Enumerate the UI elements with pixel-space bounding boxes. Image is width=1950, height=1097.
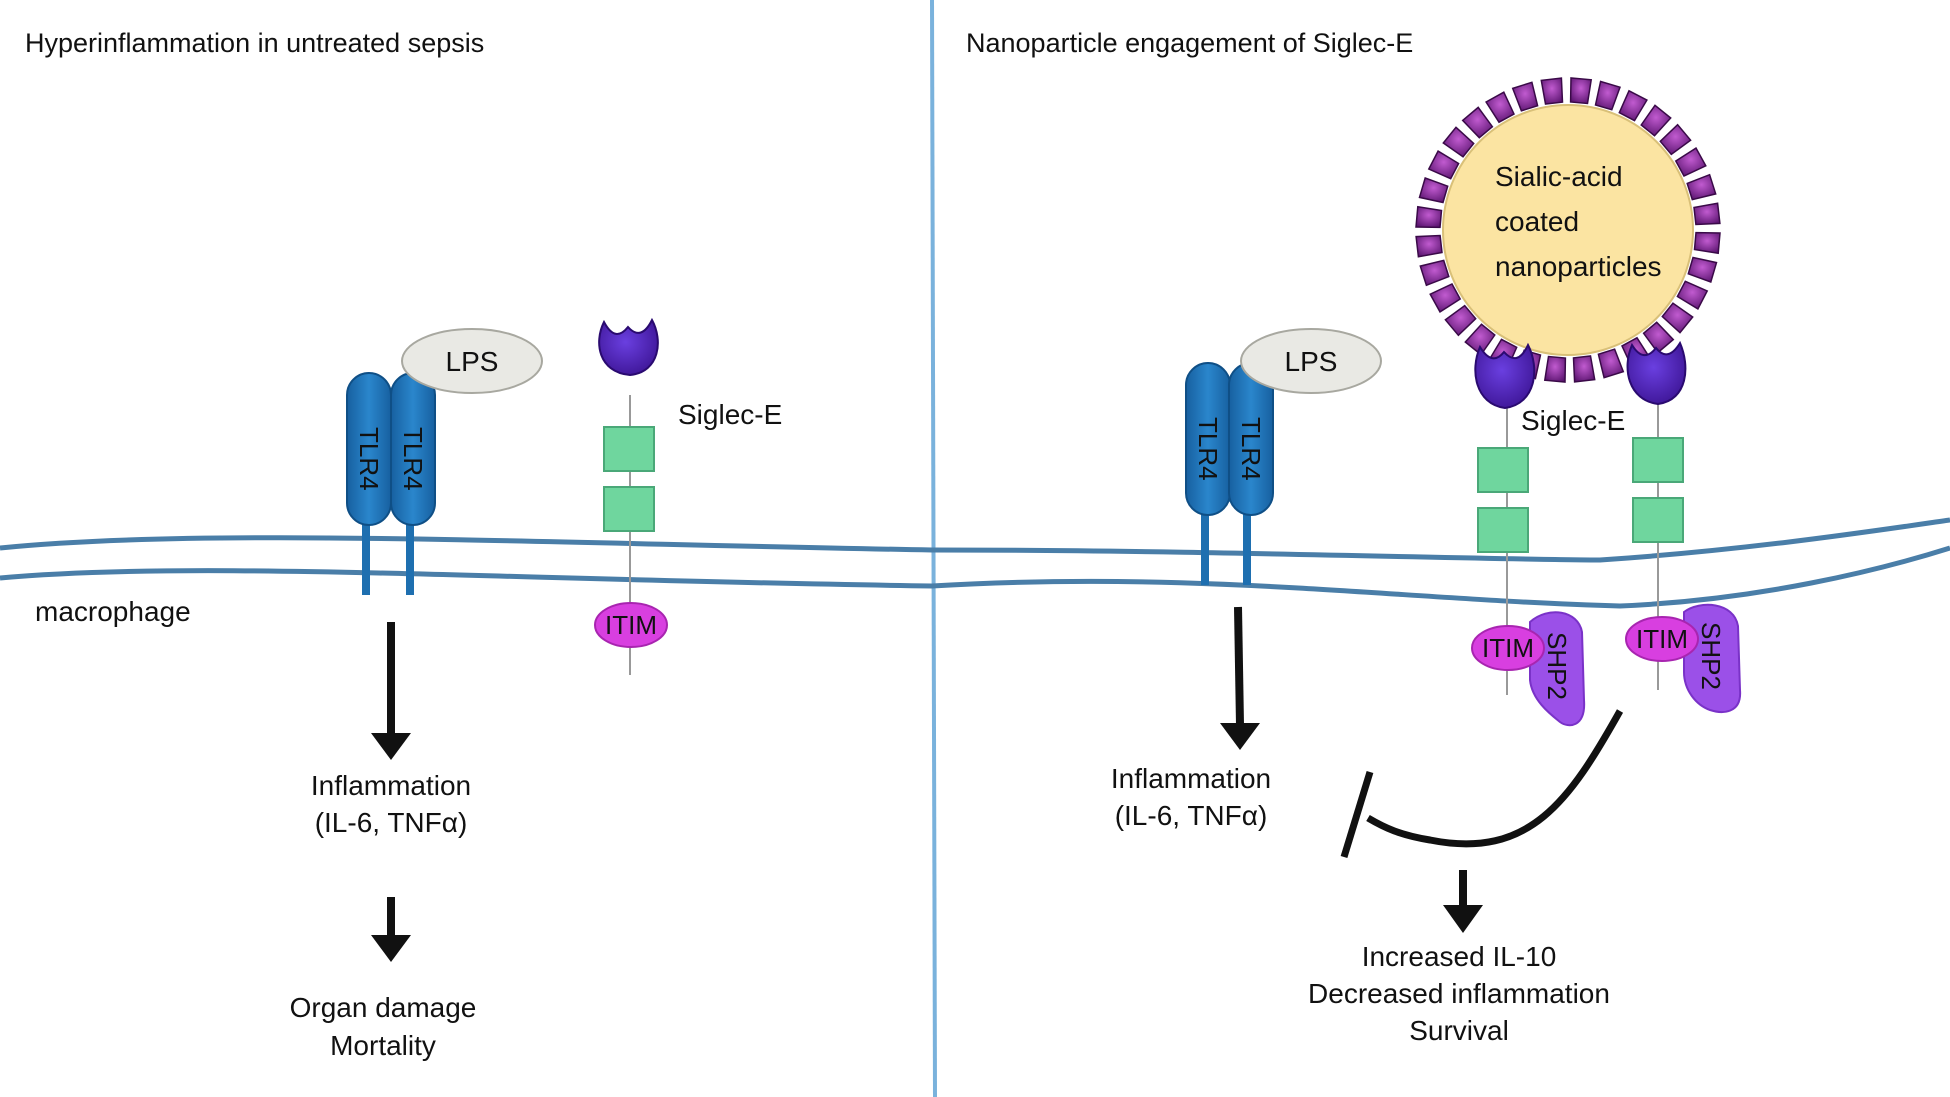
left-ig-domain-2 (603, 486, 655, 532)
right-siglec-head-1 (1474, 342, 1536, 410)
right-tlr4-b-label: TLR4 (1236, 417, 1266, 481)
nanoparticle-label-line1: Sialic-acid (1495, 161, 1623, 192)
sialic-acid-tile (1618, 89, 1648, 122)
left-tlr4-dimer: TLR4 TLR4 (346, 372, 436, 595)
left-lps: LPS (401, 328, 543, 394)
sialic-acid-tile (1686, 173, 1717, 201)
right-shp2-1 (1529, 611, 1586, 727)
left-panel-title: Hyperinflammation in untreated sepsis (25, 28, 484, 58)
left-arrow-1 (371, 622, 411, 760)
right-ig-domain-1b (1477, 507, 1529, 553)
left-tlr4-b-label: TLR4 (398, 427, 428, 491)
right-siglec-e-2: SHP2 ITIM (1625, 340, 1742, 713)
sialic-acid-tile (1511, 81, 1539, 112)
right-inflammation-line2: (IL-6, TNFα) (1115, 800, 1268, 831)
cell-membrane (0, 517, 1950, 609)
sialic-acid-tile (1485, 91, 1515, 124)
sialic-acid-tile (1543, 355, 1567, 383)
left-ig-domain-1 (603, 426, 655, 472)
sialic-acid-tile (1597, 348, 1625, 379)
nanoparticle-label-line3: nanoparticles (1495, 251, 1662, 282)
sialic-acid-tile (1415, 234, 1443, 258)
sialic-acid-tile (1661, 302, 1694, 334)
left-arrow-2 (371, 897, 411, 962)
sialic-acid-tile (1444, 304, 1477, 337)
left-itim (594, 602, 668, 648)
left-siglec-label: Siglec-E (678, 399, 782, 430)
sialic-acid-tile (1418, 177, 1449, 204)
sialic-acid-tile (1693, 231, 1721, 255)
right-shp2-2 (1683, 603, 1742, 713)
right-itim-2 (1625, 616, 1699, 662)
right-panel-title: Nanoparticle engagement of Siglec-E (966, 28, 1413, 58)
right-arrow-inflammation (1220, 606, 1260, 750)
nanoparticle: Sialic-acid coated nanoparticles (1415, 77, 1721, 383)
sialic-acid-tile (1427, 150, 1460, 180)
right-outcome-line3: Survival (1409, 1015, 1509, 1046)
sialic-acid-coat (1415, 77, 1721, 383)
right-tlr4-a-label: TLR4 (1193, 417, 1223, 481)
left-siglec-head (598, 317, 659, 377)
left-tlr4-a-label: TLR4 (354, 427, 384, 491)
right-itim-2-label: ITIM (1636, 624, 1688, 654)
right-itim-1 (1471, 625, 1545, 671)
sialic-acid-tile (1659, 123, 1692, 156)
left-inflammation-line1: Inflammation (311, 770, 471, 801)
sialic-acid-tile (1461, 106, 1494, 139)
left-lps-label: LPS (446, 346, 499, 377)
sialic-acid-tile (1572, 355, 1596, 383)
sialic-acid-tile (1569, 77, 1593, 105)
right-itim-1-label: ITIM (1482, 633, 1534, 663)
left-inflammation-line2: (IL-6, TNFα) (315, 807, 468, 838)
sialic-acid-tile (1540, 77, 1564, 105)
sialic-acid-tile (1676, 280, 1709, 310)
right-lps: LPS (1240, 328, 1382, 394)
sialic-acid-tile (1674, 147, 1707, 177)
left-siglec-e: ITIM (594, 317, 668, 675)
sialic-acid-tile (1687, 256, 1718, 283)
right-arrow-outcome (1443, 870, 1483, 933)
left-outcome-line1: Organ damage (290, 992, 477, 1023)
sialic-acid-tile (1464, 323, 1496, 356)
right-inflammation-line1: Inflammation (1111, 763, 1271, 794)
right-tlr4-dimer: TLR4 TLR4 (1185, 362, 1274, 585)
right-siglec-e-1: SHP2 ITIM (1471, 342, 1586, 727)
sialic-acid-tile (1442, 126, 1475, 158)
sialic-acid-tile (1640, 104, 1672, 137)
nanoparticle-core (1442, 104, 1694, 356)
left-itim-label: ITIM (605, 610, 657, 640)
sialic-acid-tile (1415, 205, 1443, 229)
macrophage-label: macrophage (35, 596, 191, 627)
inhibition-line (1340, 709, 1624, 859)
left-outcome-line2: Mortality (330, 1030, 436, 1061)
sialic-acid-tile (1594, 80, 1621, 111)
right-siglec-label: Siglec-E (1521, 405, 1625, 436)
nanoparticle-label-line2: coated (1495, 206, 1579, 237)
right-ig-domain-2a (1632, 437, 1684, 483)
right-lps-label: LPS (1285, 346, 1338, 377)
sialic-acid-tile (1429, 283, 1462, 313)
right-shp2-2-label: SHP2 (1696, 622, 1726, 690)
sialic-acid-tile (1419, 259, 1450, 287)
right-ig-domain-2b (1632, 497, 1684, 543)
right-ig-domain-1a (1477, 447, 1529, 493)
right-outcome-line1: Increased IL-10 (1362, 941, 1557, 972)
right-siglec-head-2 (1626, 340, 1687, 406)
right-shp2-1-label: SHP2 (1542, 632, 1572, 700)
right-outcome-line2: Decreased inflammation (1308, 978, 1610, 1009)
sialic-acid-tile (1693, 202, 1721, 226)
